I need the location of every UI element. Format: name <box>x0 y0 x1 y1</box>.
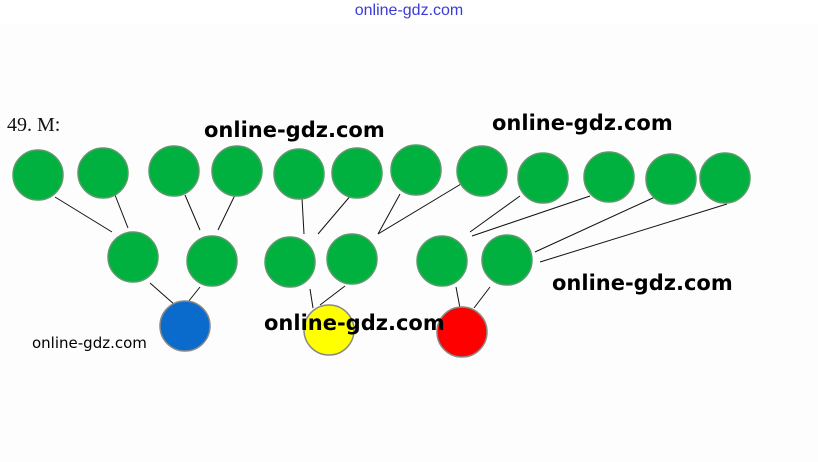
watermark: online-gdz.com <box>32 334 147 352</box>
edge <box>309 288 314 309</box>
node <box>264 236 316 288</box>
node <box>331 147 383 199</box>
connector-lines <box>54 183 728 309</box>
watermark: online-gdz.com <box>264 311 445 335</box>
node <box>186 235 238 287</box>
top-row <box>12 144 751 205</box>
node <box>12 149 64 201</box>
edge <box>319 285 346 306</box>
bottom-row <box>159 300 488 358</box>
edge <box>473 286 491 309</box>
problem-label: 49. M: <box>7 114 61 136</box>
node <box>211 145 263 197</box>
edge <box>184 194 201 231</box>
node <box>456 145 508 197</box>
node <box>107 231 159 283</box>
node <box>583 151 635 203</box>
node <box>273 148 325 200</box>
edge <box>317 193 353 235</box>
site-header[interactable]: online-gdz.com <box>0 0 818 24</box>
watermark: online-gdz.com <box>204 118 385 142</box>
node <box>326 233 378 285</box>
node <box>416 235 468 287</box>
edge <box>217 194 236 231</box>
edge <box>54 196 113 233</box>
edge <box>455 286 461 309</box>
node <box>481 234 533 286</box>
node <box>699 152 751 204</box>
edge <box>301 197 305 235</box>
node-yellow <box>303 304 355 356</box>
watermark: online-gdz.com <box>492 111 673 135</box>
watermark: online-gdz.com <box>552 271 733 295</box>
edge <box>377 183 462 235</box>
middle-row <box>107 231 533 288</box>
edge <box>114 194 129 229</box>
node <box>517 152 569 204</box>
node <box>148 145 200 197</box>
edge <box>534 196 656 253</box>
edge <box>187 286 201 303</box>
edge <box>377 193 401 235</box>
edge <box>469 195 521 233</box>
node-red <box>436 306 488 358</box>
node <box>390 144 442 196</box>
edge <box>539 203 728 263</box>
node <box>77 147 129 199</box>
edge <box>471 195 591 237</box>
node-blue <box>159 300 211 352</box>
node <box>645 153 697 205</box>
edge <box>149 282 176 306</box>
